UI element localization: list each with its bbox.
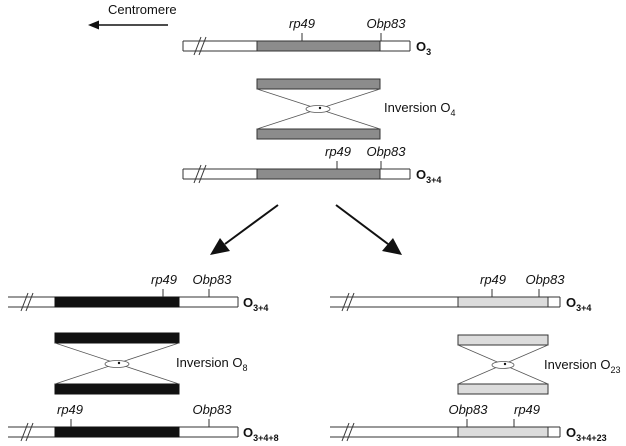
segment-o8-block xyxy=(54,426,180,438)
break-mark-icon xyxy=(20,422,34,442)
gene-label-obp83: Obp83 xyxy=(448,402,488,417)
gene-label-rp49: rp49 xyxy=(480,272,506,287)
segment-o4-block xyxy=(54,296,180,308)
break-mark-icon xyxy=(193,164,207,184)
chromosome-label-left-o3-4-8: O3+4+8 xyxy=(243,425,279,443)
inversion-label-o23: Inversion O23 xyxy=(544,357,621,375)
chromosome-label-o3-4: O3+4 xyxy=(416,167,441,185)
centromere-label: Centromere xyxy=(108,2,177,17)
gene-label-rp49: rp49 xyxy=(325,144,351,159)
chromosome-o3-4 xyxy=(182,161,411,184)
inversion-label-o4: Inversion O4 xyxy=(384,100,456,118)
segment-o23-block xyxy=(457,426,549,438)
chromosome-label-right-o3-4: O3+4 xyxy=(566,295,591,313)
segment-o4-block xyxy=(256,168,381,180)
break-mark-icon xyxy=(193,36,207,56)
inversion-loop-o23 xyxy=(457,334,549,395)
chromosome-right-o3-4 xyxy=(330,289,561,312)
gene-label-rp49: rp49 xyxy=(514,402,540,417)
chromosome-o3 xyxy=(182,33,411,56)
chromosome-left-o3-4 xyxy=(8,289,239,312)
break-mark-icon xyxy=(341,292,355,312)
gene-label-obp83: Obp83 xyxy=(192,402,232,417)
segment-o4-block xyxy=(457,296,549,308)
gene-label-rp49: rp49 xyxy=(57,402,83,417)
gene-label-obp83: Obp83 xyxy=(525,272,565,287)
branch-arrow-left-icon xyxy=(210,204,279,255)
gene-label-obp83: Obp83 xyxy=(192,272,232,287)
segment-o4-block xyxy=(256,40,381,52)
inversion-loop-o8 xyxy=(54,332,180,395)
break-mark-icon xyxy=(20,292,34,312)
gene-label-obp83: Obp83 xyxy=(366,16,406,31)
chromosome-right-o3-4-23 xyxy=(330,419,561,442)
chromosome-label-left-o3-4: O3+4 xyxy=(243,295,268,313)
gene-label-rp49: rp49 xyxy=(289,16,315,31)
inversion-loop-o4 xyxy=(256,78,381,140)
centromere-arrow xyxy=(88,20,168,30)
chromosome-left-o3-4-8 xyxy=(8,419,239,442)
chromosome-label-right-o3-4-23: O3+4+23 xyxy=(566,425,607,443)
break-mark-icon xyxy=(341,422,355,442)
branch-arrow-right-icon xyxy=(335,204,402,255)
inversion-label-o8: Inversion O8 xyxy=(176,355,248,373)
gene-label-rp49: rp49 xyxy=(151,272,177,287)
gene-label-obp83: Obp83 xyxy=(366,144,406,159)
chromosome-label-o3: O3 xyxy=(416,39,431,57)
